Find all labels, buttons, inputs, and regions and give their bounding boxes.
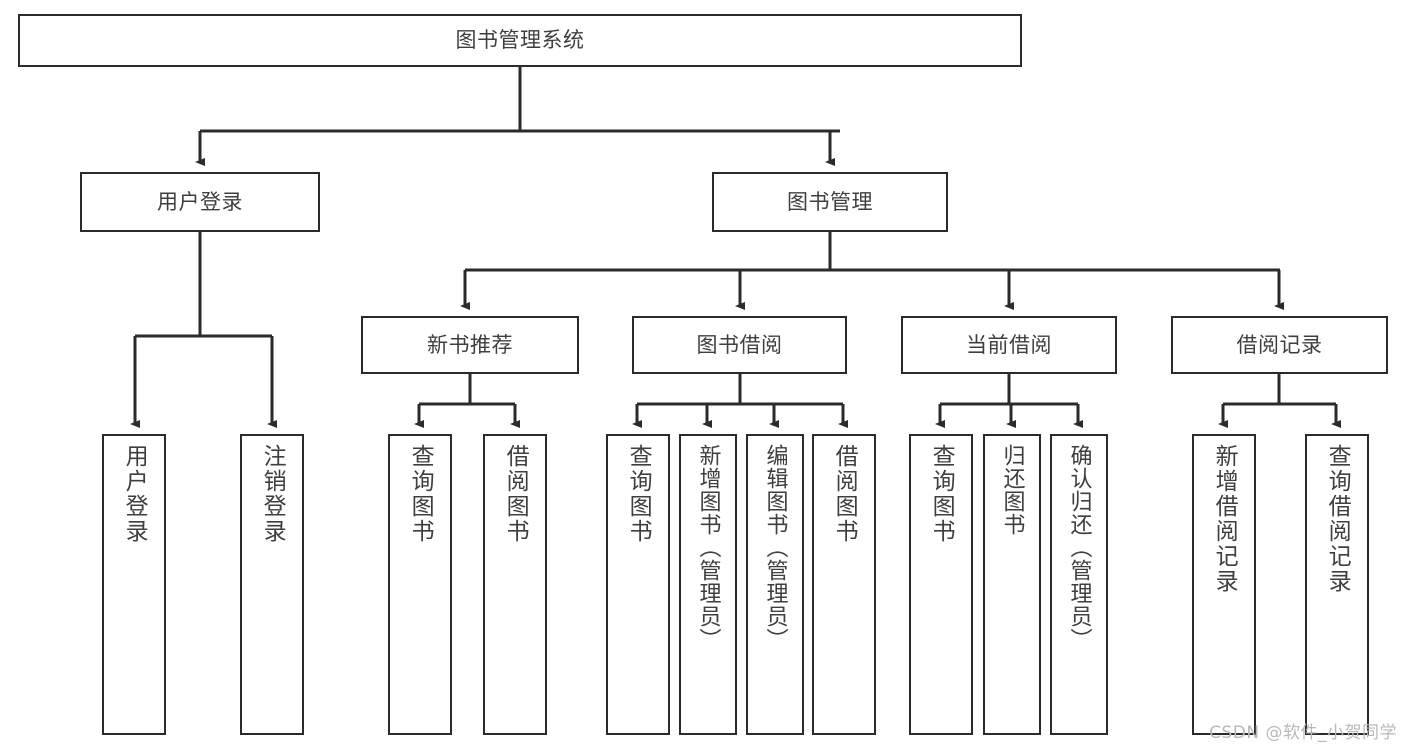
node-book-borrow[interactable]: 图书借阅 xyxy=(632,316,847,374)
watermark: CSDN @软件_小贺同学 xyxy=(1209,723,1397,743)
node-current-borrow-label: 当前借阅 xyxy=(966,332,1052,357)
node-leaf-add-record-label: 新增借阅记录 xyxy=(1211,444,1238,594)
node-leaf-query-book-3[interactable]: 查询图书 xyxy=(909,434,973,735)
node-leaf-query-book-1-label: 查询图书 xyxy=(407,444,434,544)
node-leaf-query-record-label: 查询借阅记录 xyxy=(1324,444,1351,594)
node-leaf-user-login[interactable]: 用户登录 xyxy=(102,434,166,735)
node-leaf-confirm-return-label: 确认归还（管理员） xyxy=(1066,444,1092,651)
node-leaf-edit-book-label: 编辑图书（管理员） xyxy=(762,444,788,651)
node-leaf-query-book-3-label: 查询图书 xyxy=(928,444,955,544)
node-borrow-record-label: 借阅记录 xyxy=(1236,332,1323,357)
node-borrow-record[interactable]: 借阅记录 xyxy=(1171,316,1388,374)
node-leaf-logout-label: 注销登录 xyxy=(259,444,286,544)
node-root-label: 图书管理系统 xyxy=(455,28,585,53)
node-leaf-add-record[interactable]: 新增借阅记录 xyxy=(1192,434,1256,735)
node-user-login-label: 用户登录 xyxy=(157,189,243,214)
node-leaf-query-record[interactable]: 查询借阅记录 xyxy=(1305,434,1369,735)
node-leaf-query-book-1[interactable]: 查询图书 xyxy=(388,434,452,735)
node-leaf-user-login-label: 用户登录 xyxy=(121,444,148,544)
node-book-manage-label: 图书管理 xyxy=(787,189,873,214)
node-leaf-borrow-book-1[interactable]: 借阅图书 xyxy=(483,434,547,735)
node-leaf-return-book[interactable]: 归还图书 xyxy=(983,434,1041,735)
node-leaf-add-book[interactable]: 新增图书（管理员） xyxy=(679,434,737,735)
node-leaf-confirm-return[interactable]: 确认归还（管理员） xyxy=(1050,434,1108,735)
node-leaf-borrow-book-2-label: 借阅图书 xyxy=(831,444,858,544)
node-leaf-edit-book[interactable]: 编辑图书（管理员） xyxy=(746,434,804,735)
node-leaf-query-book-2-label: 查询图书 xyxy=(625,444,652,544)
node-leaf-logout[interactable]: 注销登录 xyxy=(240,434,304,735)
node-leaf-return-book-label: 归还图书 xyxy=(999,444,1025,536)
node-leaf-add-book-label: 新增图书（管理员） xyxy=(695,444,721,651)
node-new-book-recommend[interactable]: 新书推荐 xyxy=(361,316,579,374)
node-book-borrow-label: 图书借阅 xyxy=(696,332,783,357)
node-user-login[interactable]: 用户登录 xyxy=(80,172,320,232)
node-book-manage[interactable]: 图书管理 xyxy=(712,172,948,232)
node-leaf-query-book-2[interactable]: 查询图书 xyxy=(606,434,670,735)
node-leaf-borrow-book-2[interactable]: 借阅图书 xyxy=(812,434,876,735)
node-current-borrow[interactable]: 当前借阅 xyxy=(901,316,1117,374)
node-root[interactable]: 图书管理系统 xyxy=(18,14,1022,67)
node-leaf-borrow-book-1-label: 借阅图书 xyxy=(502,444,529,544)
node-new-book-recommend-label: 新书推荐 xyxy=(427,332,513,357)
